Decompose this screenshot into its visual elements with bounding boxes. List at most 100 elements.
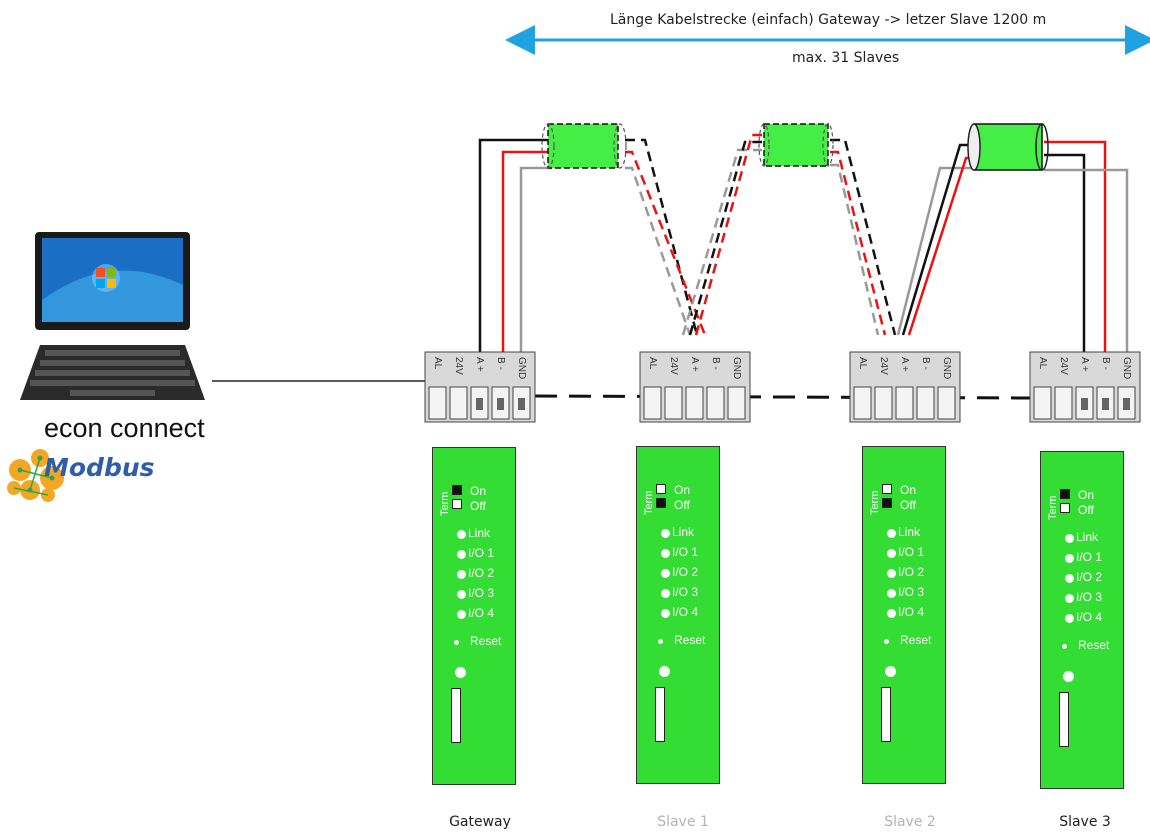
reset-button[interactable] — [885, 666, 896, 677]
status-led — [1065, 594, 1074, 603]
led-label: I/O 1 — [898, 545, 925, 559]
on-label: On — [1078, 488, 1095, 502]
reset-button[interactable] — [1063, 671, 1074, 682]
termination-switch-off[interactable] — [882, 498, 892, 508]
terminal-pin-label: AL — [857, 357, 868, 370]
term-label: Term — [869, 490, 881, 515]
reset-label: Reset — [470, 634, 502, 648]
max-slaves-label: max. 31 Slaves — [792, 50, 900, 66]
status-led — [661, 569, 670, 578]
status-led — [1065, 574, 1074, 583]
reset-label: Reset — [900, 633, 932, 647]
terminal-block-slave3 — [1029, 351, 1141, 423]
led-label: I/O 1 — [468, 546, 495, 560]
status-led — [457, 610, 466, 619]
termination-switch-off[interactable] — [452, 499, 462, 509]
on-label: On — [900, 483, 917, 497]
status-led — [1065, 534, 1074, 543]
cable-shield-2 — [758, 123, 834, 167]
termination-switch-on[interactable] — [656, 484, 666, 494]
term-label: Term — [439, 491, 451, 516]
termination-switch-on[interactable] — [882, 484, 892, 494]
led-label: I/O 2 — [672, 565, 699, 579]
terminal-pin-label: A + — [689, 357, 700, 372]
termination-switch-on[interactable] — [1060, 489, 1070, 499]
status-led — [457, 590, 466, 599]
terminal-pin-label: A + — [899, 357, 910, 372]
terminal-block-slave1 — [639, 351, 751, 423]
status-led — [457, 550, 466, 559]
cable-length-label: Länge Kabelstrecke (einfach) Gateway -> … — [610, 12, 1047, 28]
status-led — [457, 530, 466, 539]
cable-shield-1 — [541, 123, 627, 169]
terminal-pin-label: AL — [1037, 357, 1048, 370]
modbus-logo-icon — [7, 449, 64, 502]
terminal-pin-label: 24V — [1058, 357, 1069, 375]
reset-button[interactable] — [659, 666, 670, 677]
termination-switch-off[interactable] — [1060, 503, 1070, 513]
on-label: On — [470, 484, 487, 498]
on-label: On — [674, 483, 691, 497]
terminal-pin-label: B - — [920, 357, 931, 370]
led-label: I/O 2 — [898, 565, 925, 579]
status-led — [1065, 554, 1074, 563]
terminal-pin-label: A + — [474, 357, 485, 372]
led-label: I/O 3 — [468, 586, 495, 600]
led-label: I/O 1 — [1076, 550, 1103, 564]
led-label: I/O 3 — [672, 585, 699, 599]
led-label: Link — [898, 525, 921, 539]
terminal-pin-label: GND — [731, 357, 742, 380]
reset-button[interactable] — [455, 667, 466, 678]
terminal-pin-label: 24V — [453, 357, 464, 375]
connector-slot — [1059, 692, 1069, 747]
status-led — [457, 570, 466, 579]
status-led — [661, 549, 670, 558]
status-led — [887, 609, 896, 618]
status-led — [1065, 614, 1074, 623]
status-led — [887, 589, 896, 598]
status-led — [661, 609, 670, 618]
device-caption: Slave 1 — [657, 814, 709, 830]
led-label: Link — [468, 526, 491, 540]
status-led — [661, 589, 670, 598]
reset-label: Reset — [1078, 638, 1110, 652]
terminal-pin-label: 24V — [668, 357, 679, 375]
termination-switch-on[interactable] — [452, 485, 462, 495]
connector-slot — [881, 687, 891, 742]
off-label: Off — [470, 499, 486, 513]
reset-led — [658, 639, 663, 644]
reset-led — [1062, 644, 1067, 649]
led-label: I/O 4 — [468, 606, 495, 620]
terminal-pin-label: B - — [710, 357, 721, 370]
cable-gateway-slave1 — [478, 138, 707, 405]
pc-icon — [20, 232, 205, 400]
off-label: Off — [1078, 503, 1094, 517]
terminal-pin-label: B - — [1100, 357, 1111, 370]
term-label: Term — [643, 490, 655, 515]
led-label: I/O 4 — [898, 605, 925, 619]
termination-switch-off[interactable] — [656, 498, 666, 508]
terminal-pin-label: GND — [516, 357, 527, 380]
device-caption: Gateway — [449, 814, 511, 830]
led-label: I/O 3 — [1076, 590, 1103, 604]
led-label: I/O 2 — [1076, 570, 1103, 584]
off-label: Off — [674, 498, 690, 512]
led-label: I/O 4 — [1076, 610, 1103, 624]
status-led — [887, 569, 896, 578]
terminal-pin-label: AL — [432, 357, 443, 370]
terminal-block-gateway — [424, 351, 536, 423]
device-caption: Slave 2 — [884, 814, 936, 830]
terminal-pin-label: GND — [1121, 357, 1132, 380]
led-label: I/O 4 — [672, 605, 699, 619]
terminal-pin-label: AL — [647, 357, 658, 370]
cable-slave1-slave2 — [681, 133, 897, 336]
off-label: Off — [900, 498, 916, 512]
terminal-pin-label: 24V — [878, 357, 889, 375]
reset-led — [454, 640, 459, 645]
connector-slot — [451, 688, 461, 743]
